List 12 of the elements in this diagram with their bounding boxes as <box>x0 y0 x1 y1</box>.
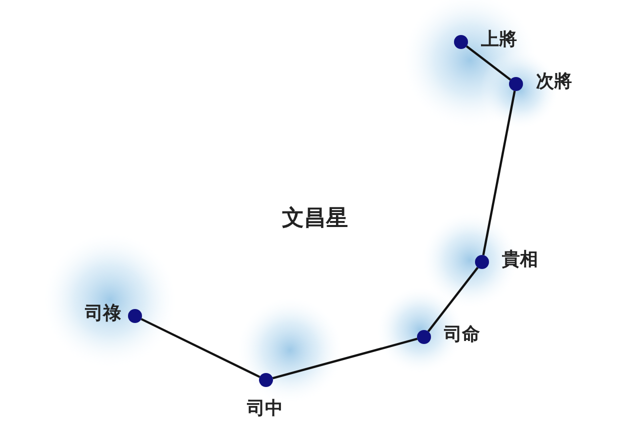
star-name: 司祿 <box>85 303 121 325</box>
connecting-line <box>482 90 516 256</box>
connecting-line <box>140 318 260 378</box>
star-name: 司命 <box>444 324 480 346</box>
star-name: 貴相 <box>502 249 538 271</box>
star-name: 上將 <box>481 29 517 51</box>
connecting-line <box>272 338 418 380</box>
connecting-line <box>466 45 512 81</box>
star-name: 司中 <box>247 398 283 420</box>
constellation-name: 文昌星 <box>282 208 348 230</box>
connecting-line <box>427 266 479 332</box>
star-name: 次將 <box>536 71 572 93</box>
